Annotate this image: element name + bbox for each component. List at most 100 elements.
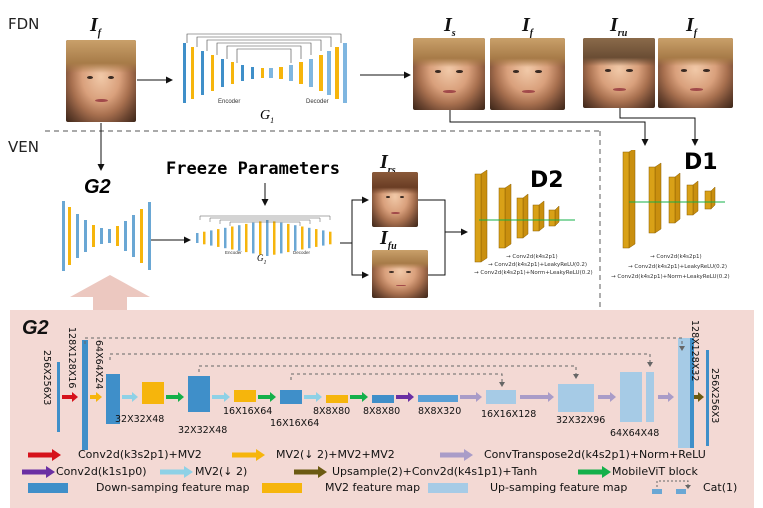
label-g2-ven: G2	[84, 176, 111, 198]
face-if-top	[490, 38, 565, 110]
g1-small-layer	[322, 230, 325, 246]
d2-block-face	[474, 173, 482, 263]
g1-small-layer	[252, 222, 255, 254]
g2-feature-map	[678, 338, 690, 448]
g2-arrowhead	[178, 392, 184, 402]
g1-small-layer	[315, 229, 318, 247]
d1-block	[710, 186, 716, 210]
dim-64x64x24: 64X64X24	[93, 340, 104, 390]
g1-small-skip	[229, 221, 301, 226]
g2-small-layer	[124, 221, 127, 251]
legend-mv2-down: MV2(↓ 2)	[195, 465, 248, 478]
g2-feature-map	[57, 362, 60, 432]
legend-arrowhead	[318, 466, 327, 478]
freeze-parameters-label: Freeze Parameters	[166, 159, 340, 179]
g1-layer	[251, 67, 254, 79]
g1-layer	[309, 59, 313, 87]
g1-small-layer	[259, 221, 262, 255]
legend-arrows	[22, 449, 611, 478]
g2-small-layer	[100, 228, 103, 244]
g2-small-layer	[140, 209, 143, 263]
g1-layer	[201, 51, 204, 95]
g2-small-layer	[62, 201, 65, 271]
g2-feature-map	[486, 390, 516, 404]
label-g1: G1	[260, 108, 275, 125]
g2-skip-connection	[290, 373, 503, 384]
d1-network	[622, 150, 725, 249]
dim-16x16x64-b: 16X16X64	[270, 418, 320, 429]
legend-up-text: Up-samping feature map	[490, 481, 628, 494]
d1-block-face	[686, 184, 694, 216]
label-d1: D1	[684, 150, 718, 175]
legend-down-text: Down-samping feature map	[96, 481, 250, 494]
g1-layer	[261, 68, 264, 78]
g2-feature-map	[106, 374, 120, 424]
d1-block-face	[704, 190, 712, 210]
d1-block-face	[648, 166, 656, 234]
dim-output: 256X256X3	[709, 368, 720, 424]
g1-small-layer	[231, 226, 234, 250]
dim-64x64x48: 64X64X48	[610, 428, 660, 439]
g2-arrowhead	[362, 392, 368, 402]
d2-block	[504, 183, 512, 249]
legend-mv2-text: MV2 feature map	[325, 481, 421, 494]
g2-feature-map	[188, 376, 210, 412]
label-if-top: If	[522, 14, 534, 39]
legend-conv-k1s1p0: Conv2d(k1s1p0)	[56, 465, 147, 478]
d1-block	[692, 180, 699, 216]
g1-layer	[289, 65, 293, 81]
g2-feature-map	[372, 395, 394, 403]
face-input-if	[66, 40, 136, 122]
g2-arrowhead	[668, 392, 674, 402]
g1-layer	[191, 47, 194, 99]
g2-skip-connection	[198, 365, 577, 376]
g1-small-layer	[224, 227, 227, 249]
legend-arrowhead	[256, 449, 265, 461]
d2-block-face	[532, 204, 540, 232]
legend-cat-icon	[652, 480, 691, 494]
g1-decoder-label: Decoder	[306, 99, 329, 105]
label-d2: D2	[530, 168, 564, 193]
g1-small-layer	[196, 233, 199, 243]
g2-arrowhead	[72, 392, 78, 402]
g2-small-layer	[148, 202, 151, 270]
g1-skip	[196, 36, 332, 47]
legend-cat-text: Cat(1)	[703, 481, 738, 494]
g2-feature-map	[280, 390, 302, 404]
g1-network	[183, 33, 347, 103]
legend-arrowhead	[464, 449, 473, 461]
g2-small-layer	[68, 207, 71, 265]
g2-feature-map	[82, 340, 88, 450]
d1-block	[628, 150, 636, 249]
g2-arrowhead	[316, 392, 322, 402]
face-iru	[583, 38, 655, 108]
g1-small-decoder-label: Decoder	[293, 250, 311, 255]
label-if-top2: If	[686, 14, 698, 39]
d2-legend-2: → Conv2d(k4s2p1)+LeakyReLU(0.2)	[488, 262, 588, 268]
d1-block-face	[622, 151, 630, 249]
g2-feature-map	[706, 350, 709, 446]
g2-skip-arrowhead	[499, 382, 505, 387]
g1-layer	[221, 59, 224, 87]
g2-feature-map	[690, 338, 694, 448]
g1-skip	[226, 45, 302, 59]
d2-block-face	[498, 187, 506, 249]
g2-small-layer	[76, 214, 79, 258]
d1-legend-1: → Conv2d(k4s2p1)	[650, 254, 702, 260]
g2-small-layer	[84, 220, 87, 252]
dim-16x16x128: 16X16X128	[481, 409, 537, 420]
legend-conv-k3s2p1: Conv2d(k3s2p1)+MV2	[78, 448, 202, 461]
g2-arrowhead	[610, 392, 616, 402]
label-ifu: Ifu	[380, 227, 397, 252]
dim-32x32x48-b: 32X32X48	[178, 425, 228, 436]
g1-skip	[236, 48, 292, 63]
g1-small-layer	[210, 230, 213, 246]
label-g1-small: G1	[257, 253, 267, 266]
g1-small-layer	[308, 227, 311, 249]
g2-small-layer	[116, 226, 119, 246]
g2-arrowhead	[132, 392, 138, 402]
label-is: Is	[444, 14, 456, 39]
g2-skip-arrowhead	[679, 346, 685, 351]
d2-block	[480, 169, 488, 263]
top-arrows	[97, 71, 699, 279]
